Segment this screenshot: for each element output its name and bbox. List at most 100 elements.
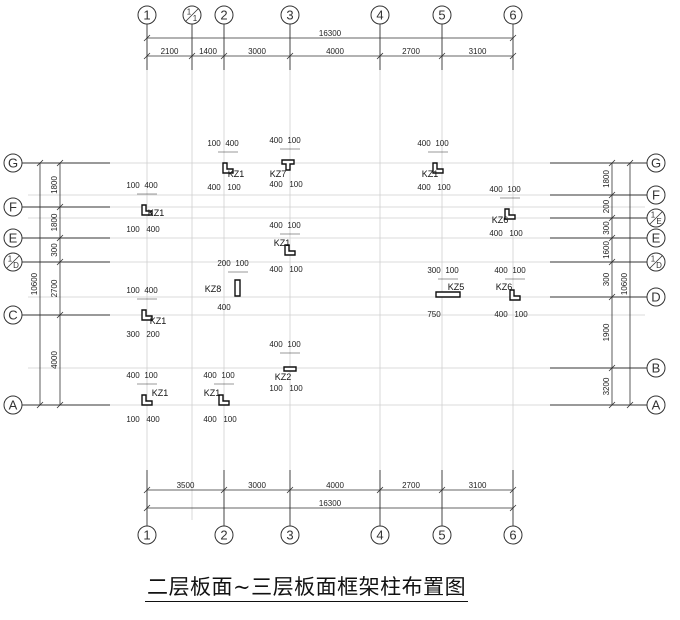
column-dim-text: 100 <box>437 183 451 192</box>
dim-tick <box>36 159 44 167</box>
column-dim-text: 100 <box>235 259 249 268</box>
dim-tick <box>608 258 616 266</box>
axis-bubble-label: 4 <box>376 528 383 543</box>
column-dim-text: 100 <box>289 265 303 274</box>
column-dim-text: 400 <box>494 310 508 319</box>
dim-tick <box>36 401 44 409</box>
dim-text: 2700 <box>402 47 420 56</box>
column-section <box>222 162 234 174</box>
axis-bubble-label: G <box>8 156 18 171</box>
dim-tick <box>220 486 228 494</box>
column-dim-text: 100 <box>289 180 303 189</box>
column-dim-text: 100 <box>126 181 140 190</box>
axis-bubble-label: 1 <box>193 14 198 23</box>
column-section <box>218 394 230 406</box>
axis-bubble: 2 <box>214 525 234 545</box>
column-label: KZ1 <box>152 388 169 398</box>
axis-bubble-label: 2 <box>220 8 227 23</box>
column-dim-text: 100 <box>507 185 521 194</box>
column-label: KZ1 <box>228 169 245 179</box>
dim-text: 16300 <box>319 29 342 38</box>
axis-bubble-label: A <box>9 398 18 413</box>
column-dim-text: 100 <box>287 221 301 230</box>
axis-bubble: C <box>3 305 23 325</box>
axis-bubble-label: A <box>652 398 661 413</box>
column-dim-text: 400 <box>489 229 503 238</box>
column-dim-text: 400 <box>207 183 221 192</box>
dim-text: 3500 <box>177 481 195 490</box>
dim-tick <box>509 504 517 512</box>
column-section <box>432 162 444 174</box>
column-label: KZ1 <box>204 388 221 398</box>
axis-bubble-circle <box>137 525 157 545</box>
axis-bubble: A <box>3 395 23 415</box>
dim-text: 3200 <box>602 377 611 395</box>
column-section <box>281 159 295 171</box>
axis-bubble-circle <box>280 5 300 25</box>
dim-text: 4000 <box>326 47 344 56</box>
axis-bubble-circle <box>3 197 23 217</box>
axis-bubble-circle <box>280 525 300 545</box>
axis-bubble-circle <box>214 5 234 25</box>
column-dim-text: 100 <box>227 183 241 192</box>
column-dim-text: 400 <box>269 180 283 189</box>
dim-text: 300 <box>602 272 611 286</box>
axis-bubble-label: D <box>651 290 660 305</box>
dim-text: 10600 <box>30 272 39 295</box>
axis-bubble: B <box>646 358 666 378</box>
column-dim-text: 400 <box>126 371 140 380</box>
axis-bubble-label: 1 <box>651 255 656 264</box>
column-dim-text: 400 <box>146 415 160 424</box>
dim-tick <box>608 364 616 372</box>
column-dim-text: 100 <box>289 384 303 393</box>
axis-bubble: 1D <box>3 252 23 272</box>
axis-bubble-label: 1 <box>143 8 150 23</box>
dim-text: 1900 <box>602 323 611 341</box>
axis-bubble: 4 <box>370 5 390 25</box>
axis-bubble-label: D <box>13 261 19 270</box>
column-label: KZ5 <box>448 282 465 292</box>
axis-bubble: F <box>3 197 23 217</box>
axis-bubble-circle <box>3 395 23 415</box>
column-dim-text: 400 <box>217 303 231 312</box>
dim-text: 300 <box>602 221 611 235</box>
column-dim-text: 100 <box>435 139 449 148</box>
axis-bubble-circle <box>432 525 452 545</box>
column-dim-text: 100 <box>221 371 235 380</box>
column-dim-text: 100 <box>207 139 221 148</box>
dim-tick <box>608 401 616 409</box>
column-dim-text: 400 <box>494 266 508 275</box>
dim-text: 200 <box>602 199 611 213</box>
axis-bubble-label: B <box>652 361 661 376</box>
axis-bubble: A <box>646 395 666 415</box>
dim-text: 3100 <box>469 481 487 490</box>
column-dim-text: 100 <box>509 229 523 238</box>
axis-bubble-circle <box>3 153 23 173</box>
axis-bubble-label: G <box>651 156 661 171</box>
axis-bubble-label: E <box>652 231 661 246</box>
axis-bubble-circle <box>370 5 390 25</box>
column-label: KZ1 <box>150 316 167 326</box>
column-dim-text: 400 <box>146 225 160 234</box>
dim-tick <box>509 52 517 60</box>
axis-bubble-circle <box>646 153 666 173</box>
axis-bubble-label: C <box>8 308 17 323</box>
axis-bubble: 2 <box>214 5 234 25</box>
dim-tick <box>56 234 64 242</box>
axis-bubble: 1E <box>646 208 666 228</box>
axis-bubble-circle <box>214 525 234 545</box>
column-dim-text: 400 <box>269 340 283 349</box>
axis-bubble-slash <box>185 8 199 22</box>
column-dim-text: 100 <box>144 371 158 380</box>
axis-bubble: 6 <box>503 525 523 545</box>
dim-tick <box>376 486 384 494</box>
dim-tick <box>509 34 517 42</box>
column-dim-text: 750 <box>427 310 441 319</box>
column-dim-text: 400 <box>144 181 158 190</box>
dim-text: 2700 <box>402 481 420 490</box>
